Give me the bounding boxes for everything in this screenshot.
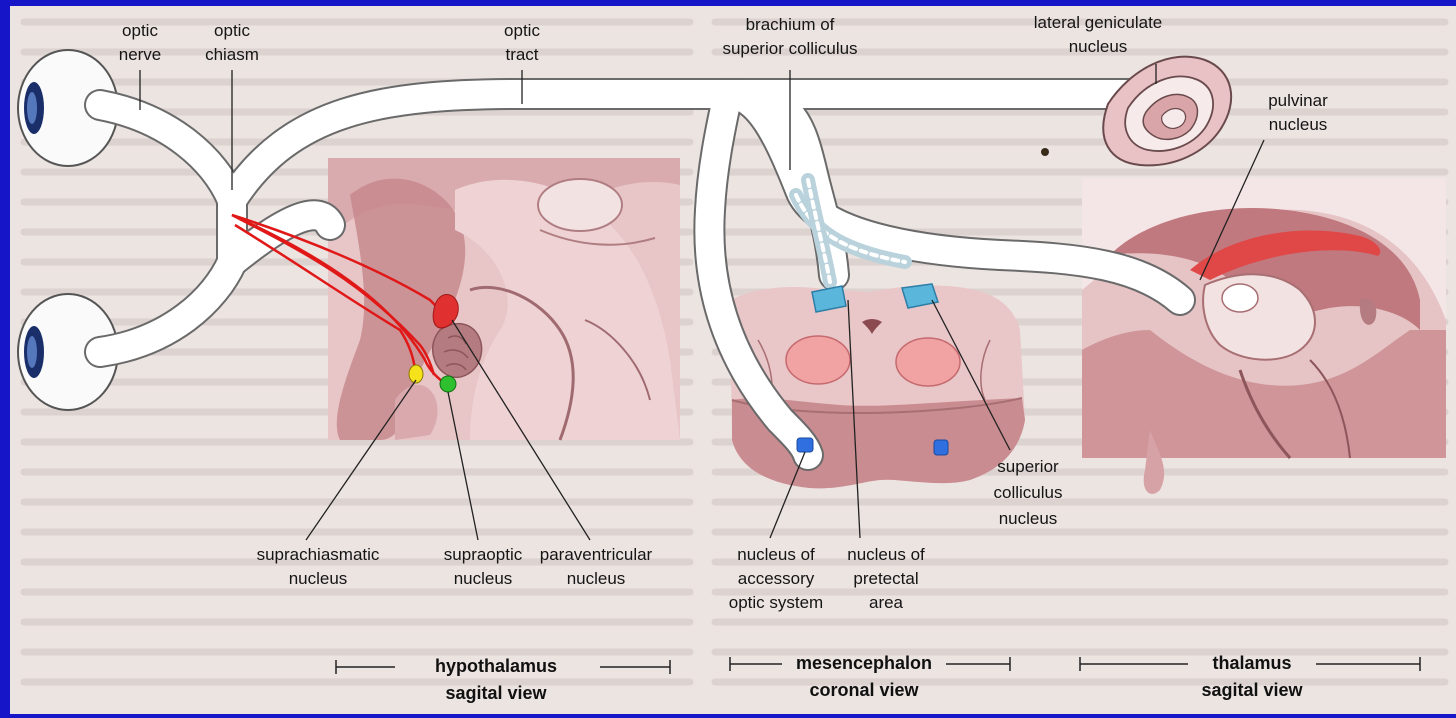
accessory-label-2: accessory <box>738 569 815 588</box>
section-captions: hypothalamus sagital view mesencephalon … <box>336 653 1420 703</box>
optic-nerve-label-1: optic <box>122 21 158 40</box>
spot <box>1041 148 1049 156</box>
optic-chiasm-label-2: chiasm <box>205 45 259 64</box>
optic-tract-label-2: tract <box>505 45 538 64</box>
paraventricular-label-1: paraventricular <box>540 545 653 564</box>
supraoptic-label-2: nucleus <box>454 569 513 588</box>
mesencephalon-caption: mesencephalon <box>796 653 932 673</box>
brachium-label-1: brachium of <box>746 15 835 34</box>
paraventricular-label-2: nucleus <box>567 569 626 588</box>
suprachiasmatic-label-2: nucleus <box>289 569 348 588</box>
accessory-label-1: nucleus of <box>737 545 815 564</box>
supraoptic-nucleus-shape <box>440 376 456 392</box>
lgn-label-1: lateral geniculate <box>1034 13 1163 32</box>
superior-colliculus-label-2: colliculus <box>994 483 1063 502</box>
pulvinar-label-1: pulvinar <box>1268 91 1328 110</box>
supraoptic-label-1: supraoptic <box>444 545 523 564</box>
lateral-geniculate-nucleus-shape <box>1103 57 1231 166</box>
optic-chiasm-label-1: optic <box>214 21 250 40</box>
superior-colliculus-label-1: superior <box>997 457 1059 476</box>
brachium-label-2: superior colliculus <box>722 39 857 58</box>
suprachiasmatic-label-1: suprachiasmatic <box>257 545 380 564</box>
hypothalamus-panel <box>328 158 680 440</box>
thalamus-caption: thalamus <box>1212 653 1291 673</box>
pretectal-label-2: pretectal <box>853 569 918 588</box>
pretectal-label-1: nucleus of <box>847 545 925 564</box>
hypothalamus-caption: hypothalamus <box>435 656 557 676</box>
superior-colliculus-label-3: nucleus <box>999 509 1058 528</box>
thalamus-view-caption: sagital view <box>1201 680 1303 700</box>
pretectal-label-3: area <box>869 593 904 612</box>
accessory-label-3: optic system <box>729 593 823 612</box>
thalamus-panel <box>1082 178 1446 494</box>
optic-tract-label-1: optic <box>504 21 540 40</box>
pulvinar-label-2: nucleus <box>1269 115 1328 134</box>
visual-pathway-diagram: optic nerve optic chiasm optic tract bra… <box>10 6 1456 714</box>
hypothalamus-view-caption: sagital view <box>445 683 547 703</box>
lgn-label-2: nucleus <box>1069 37 1128 56</box>
textbook-figure: optic nerve optic chiasm optic tract bra… <box>10 6 1456 714</box>
mesencephalon-view-caption: coronal view <box>809 680 919 700</box>
optic-nerve-label-2: nerve <box>119 45 162 64</box>
